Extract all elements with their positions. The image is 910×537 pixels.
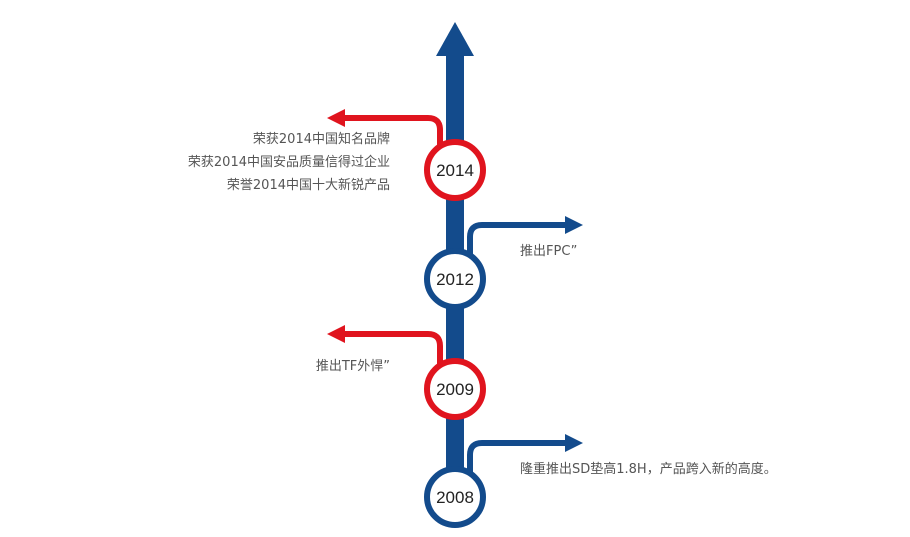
branch-2008 [467,440,565,477]
milestone-note: 推出FPC” [520,244,578,259]
milestone-note: 荣获2014中国知名品牌 [252,132,390,147]
timeline-branches [327,109,583,477]
timeline-nodes: 2014 2012 2009 2008 [424,139,486,528]
milestone-2014-notes: 荣获2014中国知名品牌 荣获2014中国安品质量信得过企业 荣誉2014中国十… [188,128,390,197]
branch-2012 [467,222,565,259]
milestone-circle [424,358,486,420]
milestone-2009-notes: 推出TF外悍” [316,355,390,378]
milestone-circle [424,248,486,310]
milestone-note: 隆重推出SD垫高1.8H，产品跨入新的高度。 [520,462,777,477]
milestone-note: 推出TF外悍” [315,359,390,374]
milestone-circle [424,466,486,528]
branch-2014 [345,115,443,150]
arrow-left-icon [327,325,345,343]
milestone-2014-node: 2014 [424,139,486,201]
arrow-right-icon [565,434,583,452]
milestone-year: 2008 [436,488,474,507]
milestone-2008-node: 2008 [424,466,486,528]
milestone-note: 荣誉2014中国十大新锐产品 [226,178,390,193]
branch-2009 [345,331,443,369]
milestone-year: 2009 [436,380,474,399]
milestone-2012-notes: 推出FPC” [520,240,577,263]
milestone-year: 2014 [436,161,474,180]
milestone-2008-notes: 隆重推出SD垫高1.8H，产品跨入新的高度。 [520,458,777,481]
milestone-year: 2012 [436,270,474,289]
arrow-left-icon [327,109,345,127]
timeline-up-arrow-icon [436,22,474,56]
milestone-2012-node: 2012 [424,248,486,310]
milestone-note: 荣获2014中国安品质量信得过企业 [187,155,390,170]
arrow-right-icon [565,216,583,234]
milestone-2009-node: 2009 [424,358,486,420]
milestone-circle [424,139,486,201]
